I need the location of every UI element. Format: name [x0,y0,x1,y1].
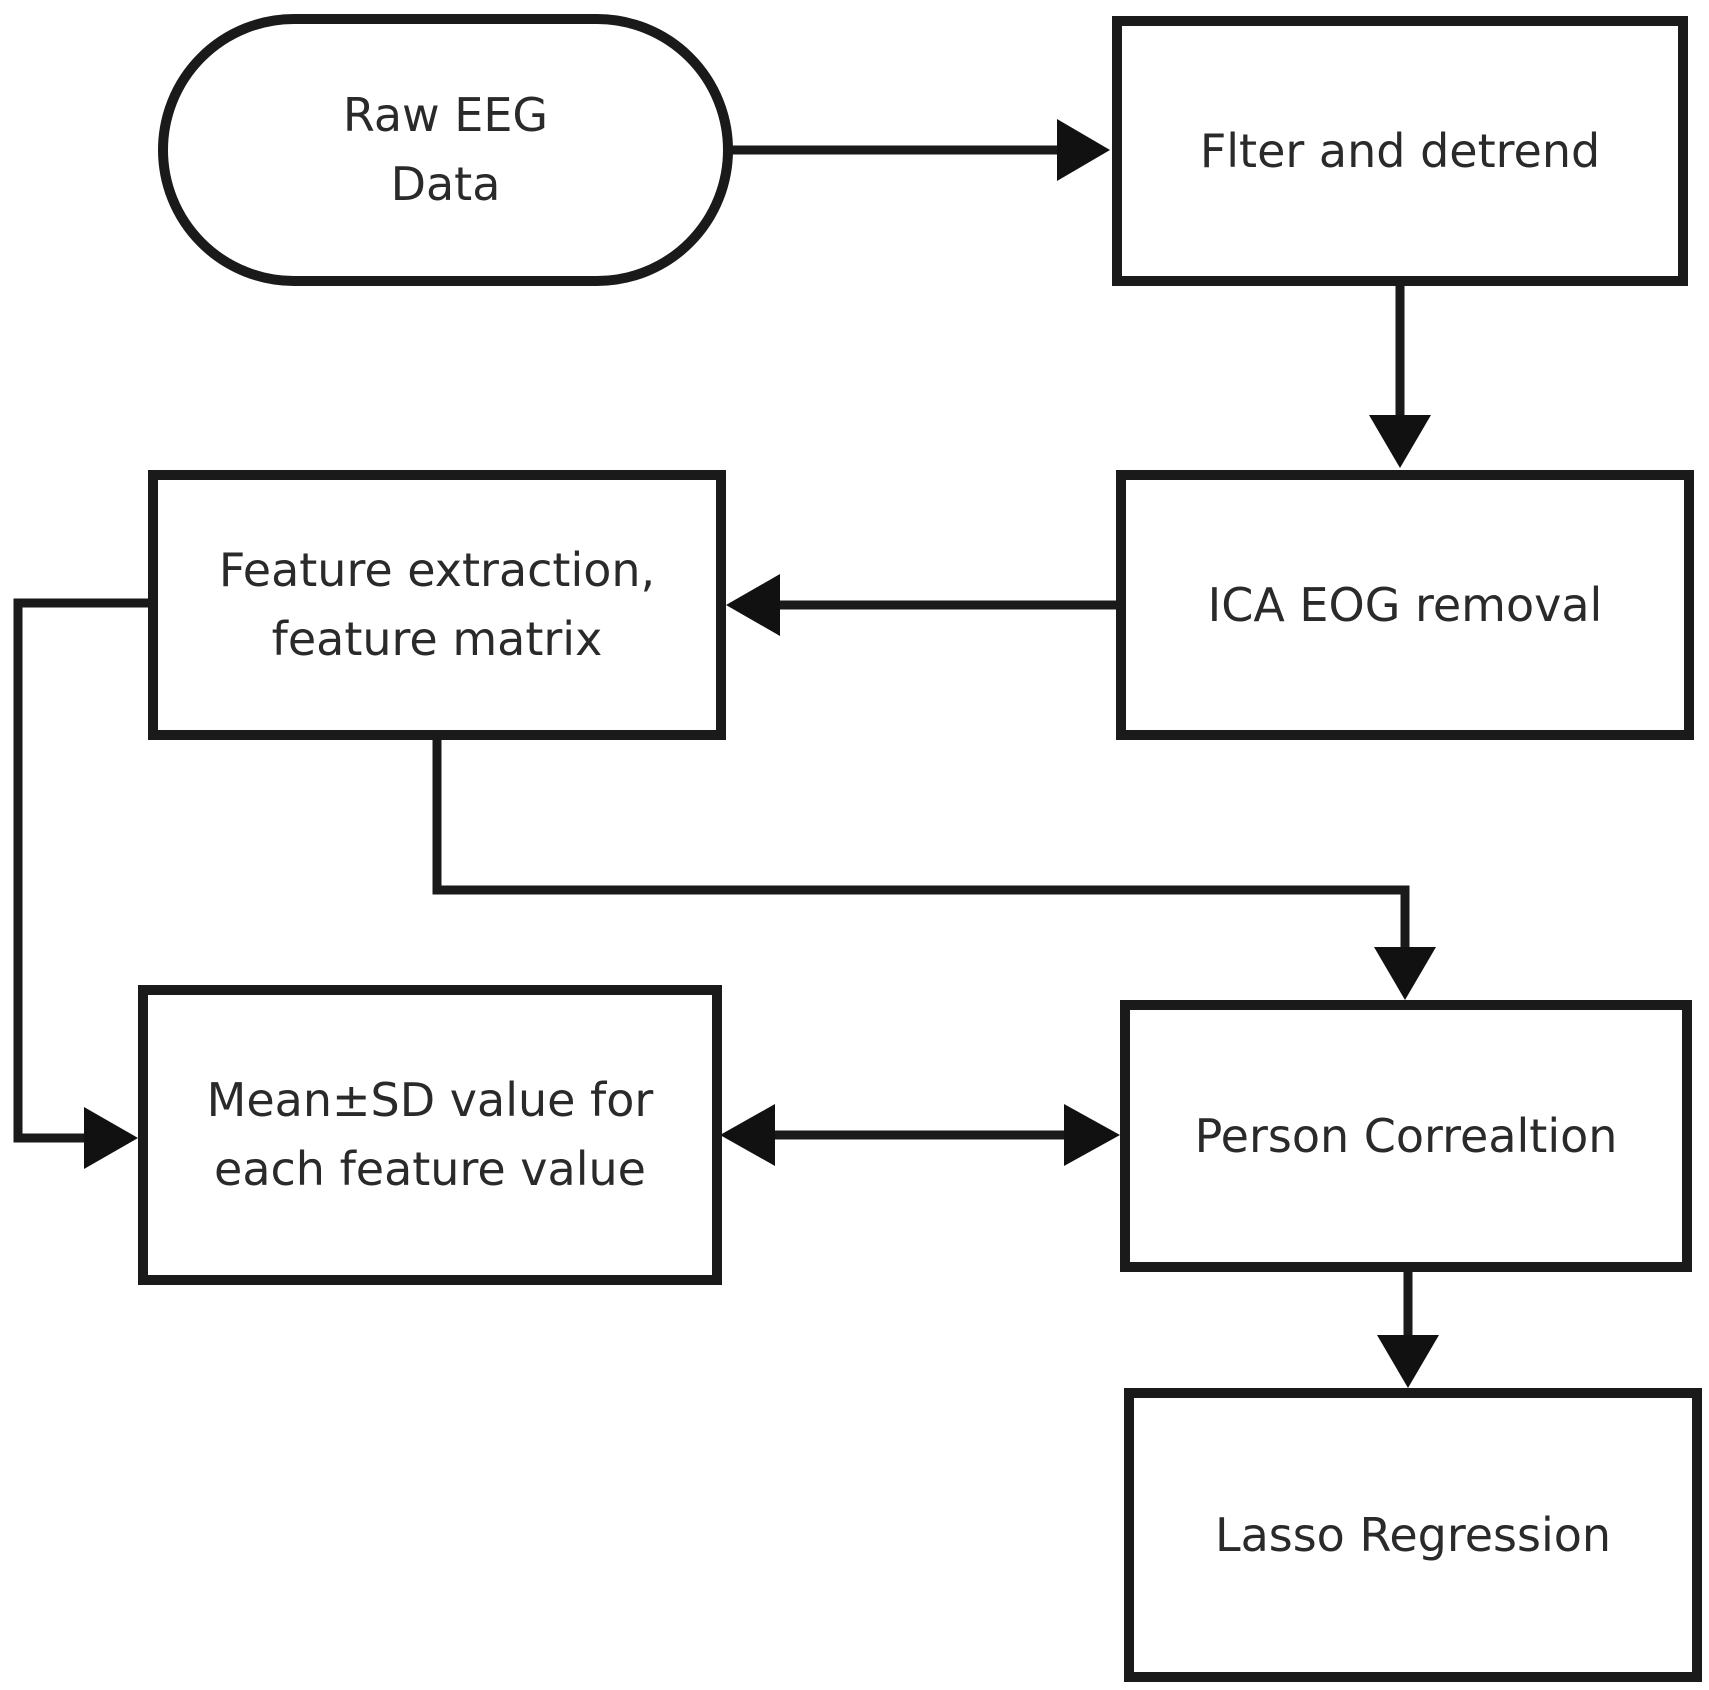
arrowhead-ica-in [1369,415,1431,468]
node-feature-line1: Feature extraction, [218,543,656,597]
arrowhead-lasso-in [1377,1335,1439,1388]
arrowhead-feature-in [726,574,780,636]
arrowhead-person-in [1374,947,1436,1000]
node-lasso-label: Lasso Regression [1214,1507,1612,1562]
node-raw-eeg-data: Raw EEG Data [158,14,733,286]
node-mean-sd-line1: Mean±SD value for [206,1073,654,1127]
node-raw-eeg-data-text: Raw EEG Data [343,81,548,219]
node-raw-eeg-line2: Data [390,157,501,211]
node-filter-label: Flter and detrend [1199,123,1601,178]
arrowhead-meansd-in [84,1107,138,1169]
node-raw-eeg-line1: Raw EEG [342,88,549,142]
node-person-label: Person Correaltion [1194,1108,1618,1163]
arrowhead-person-side [1064,1104,1120,1166]
node-ica-eog-removal: ICA EOG removal [1116,470,1694,740]
node-ica-label: ICA EOG removal [1207,577,1603,632]
node-filter-and-detrend: Flter and detrend [1112,16,1688,286]
node-mean-sd-line2: each feature value [214,1142,646,1196]
node-mean-sd: Mean±SD value for each feature value [138,985,722,1285]
node-mean-sd-text: Mean±SD value for each feature value [207,1066,654,1204]
edge-feature-to-meansd [13,598,150,1143]
node-feature-text: Feature extraction, feature matrix [219,536,655,674]
edge-feature-to-person [432,740,1410,950]
node-person-correaltion: Person Correaltion [1120,1000,1692,1272]
arrowhead-filter-in [1057,119,1110,181]
node-feature-line2: feature matrix [271,612,603,666]
node-feature-extraction: Feature extraction, feature matrix [148,470,726,740]
node-lasso-regression: Lasso Regression [1124,1388,1702,1682]
arrowhead-meansd-side [720,1104,775,1166]
